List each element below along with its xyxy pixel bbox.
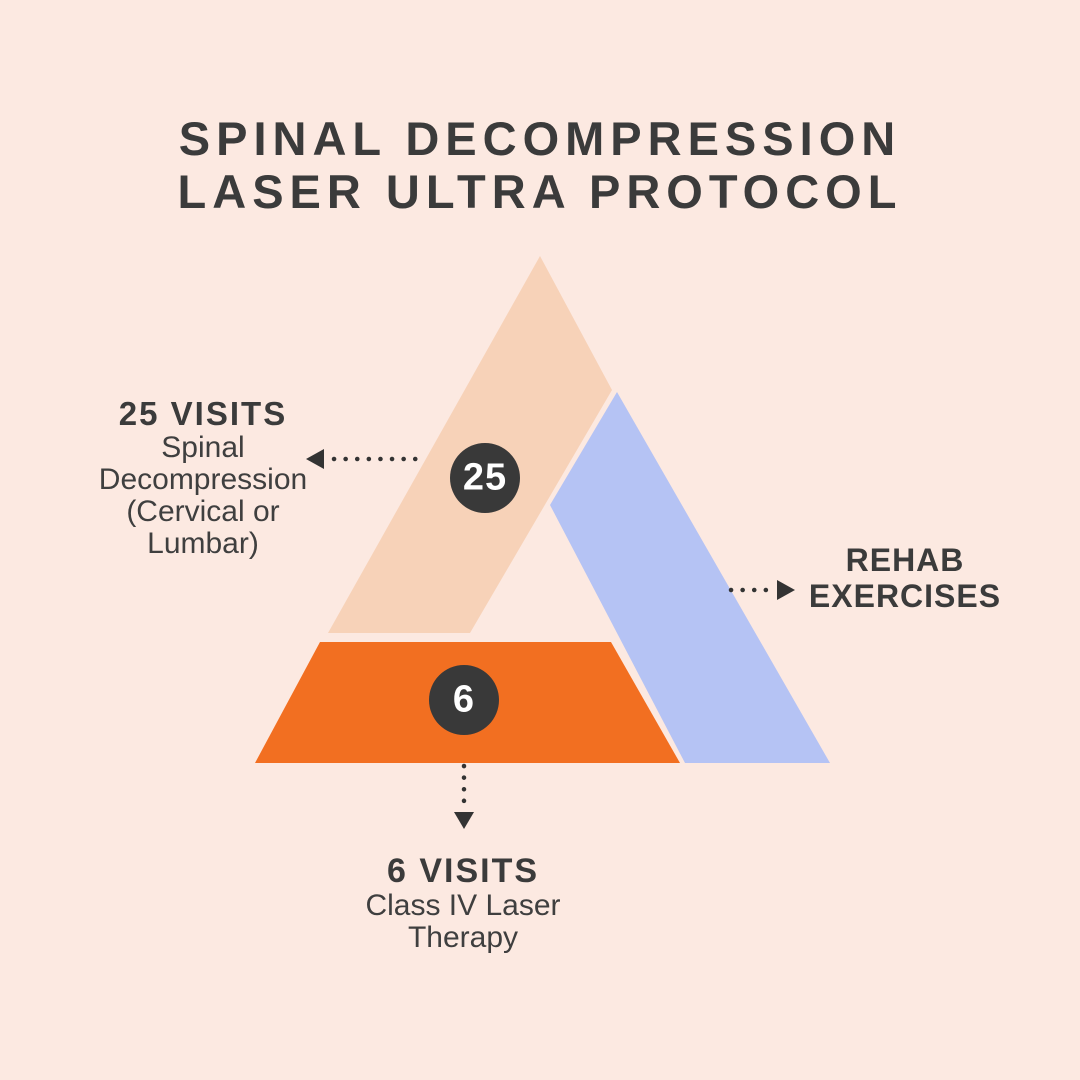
page-title: SPINAL DECOMPRESSION LASER ULTRA PROTOCO… [0,112,1080,218]
arrowhead-down [454,812,474,829]
callout-spinal-decompression: 25 VISITS Spinal Decompression (Cervical… [73,396,333,560]
callout-bottom-line-1: Class IV Laser [365,889,561,922]
segment-spinal-decompression [328,256,612,633]
arrowhead-left [306,449,324,469]
badge-value-25: 25 [462,456,508,499]
callout-rehab-exercises: REHAB EXERCISES [775,542,1035,614]
callout-right-line-1: REHAB [845,542,965,578]
callout-right-line-2: EXERCISES [808,578,1002,614]
callout-left-line-2: Decompression [98,463,308,496]
segment-rehab-exercises [550,392,830,763]
callout-left-heading: 25 VISITS [118,395,288,432]
callout-laser-therapy: 6 VISITS Class IV Laser Therapy [333,852,593,954]
badge-value-6: 6 [452,678,476,721]
badge-circle-25 [450,443,520,513]
arrowhead-right [777,580,795,600]
title-line-2: LASER ULTRA PROTOCOL [177,165,903,218]
callout-left-line-4: Lumbar) [147,527,259,560]
callout-bottom-heading: 6 VISITS [386,852,540,890]
title-line-1: SPINAL DECOMPRESSION [178,112,902,165]
callout-left-line-3: (Cervical or [126,495,280,528]
callout-left-line-1: Spinal [161,431,245,464]
badge-circle-6 [429,665,499,735]
callout-bottom-line-2: Therapy [407,921,519,954]
